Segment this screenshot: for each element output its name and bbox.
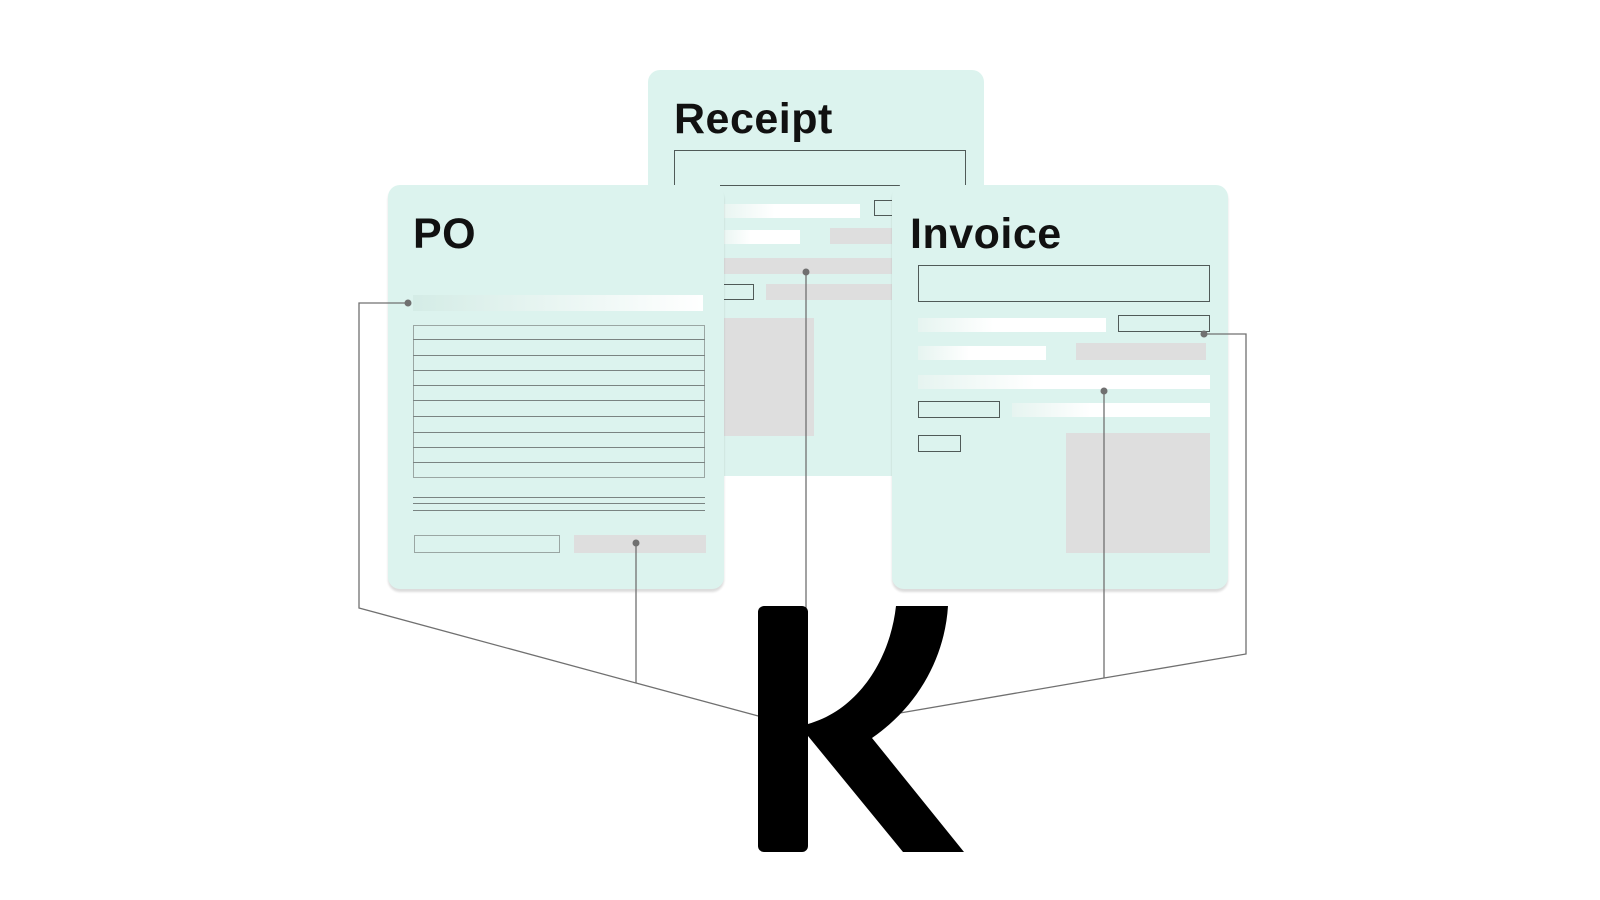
invoice-field-3 <box>918 346 1046 360</box>
po-title: PO <box>413 210 477 258</box>
receipt-field-4 <box>830 228 910 244</box>
po-table-row <box>413 462 705 463</box>
connector-dot <box>1200 330 1208 338</box>
po-table-row <box>413 447 705 448</box>
po-summary-line <box>413 510 705 511</box>
receipt-header-box <box>674 150 966 186</box>
po-card: PO <box>388 185 724 589</box>
invoice-field-8 <box>918 435 961 452</box>
receipt-image-placeholder <box>718 318 814 436</box>
po-table-row <box>413 400 705 401</box>
po-table-row <box>413 432 705 433</box>
po-header-field <box>413 295 703 311</box>
po-summary-line <box>413 503 705 504</box>
invoice-field-connector <box>899 333 1247 714</box>
receipt-field-7 <box>766 284 906 300</box>
po-summary-line <box>413 497 705 498</box>
po-table-row <box>413 385 705 386</box>
po-table-row <box>413 370 705 371</box>
invoice-field-6 <box>918 401 1000 418</box>
connector-dot <box>802 268 810 276</box>
po-line-items-table <box>413 325 705 478</box>
receipt-inner-box <box>720 185 900 195</box>
po-footer-field <box>414 535 560 553</box>
k-logo-icon <box>758 606 964 852</box>
connector-dot <box>404 299 412 307</box>
po-table-row <box>413 416 705 417</box>
invoice-field-7 <box>1012 403 1210 417</box>
invoice-title: Invoice <box>910 210 1062 258</box>
receipt-title: Receipt <box>674 95 833 143</box>
connector-dot <box>632 539 640 547</box>
invoice-card: Invoice <box>892 185 1228 589</box>
invoice-field-2 <box>1118 315 1210 332</box>
po-table-row <box>413 355 705 356</box>
invoice-field-4 <box>1076 343 1206 360</box>
invoice-header-box <box>918 265 1210 302</box>
receipt-field-1 <box>718 204 860 218</box>
connector-dot <box>1100 387 1108 395</box>
po-total-field <box>574 535 706 553</box>
receipt-field-3 <box>718 230 800 244</box>
receipt-field-5 <box>718 258 918 274</box>
po-table-row <box>413 339 705 340</box>
invoice-field-5 <box>918 375 1210 389</box>
po-header-connector <box>358 302 763 718</box>
invoice-image-placeholder <box>1066 433 1210 553</box>
invoice-field-1 <box>918 318 1106 332</box>
